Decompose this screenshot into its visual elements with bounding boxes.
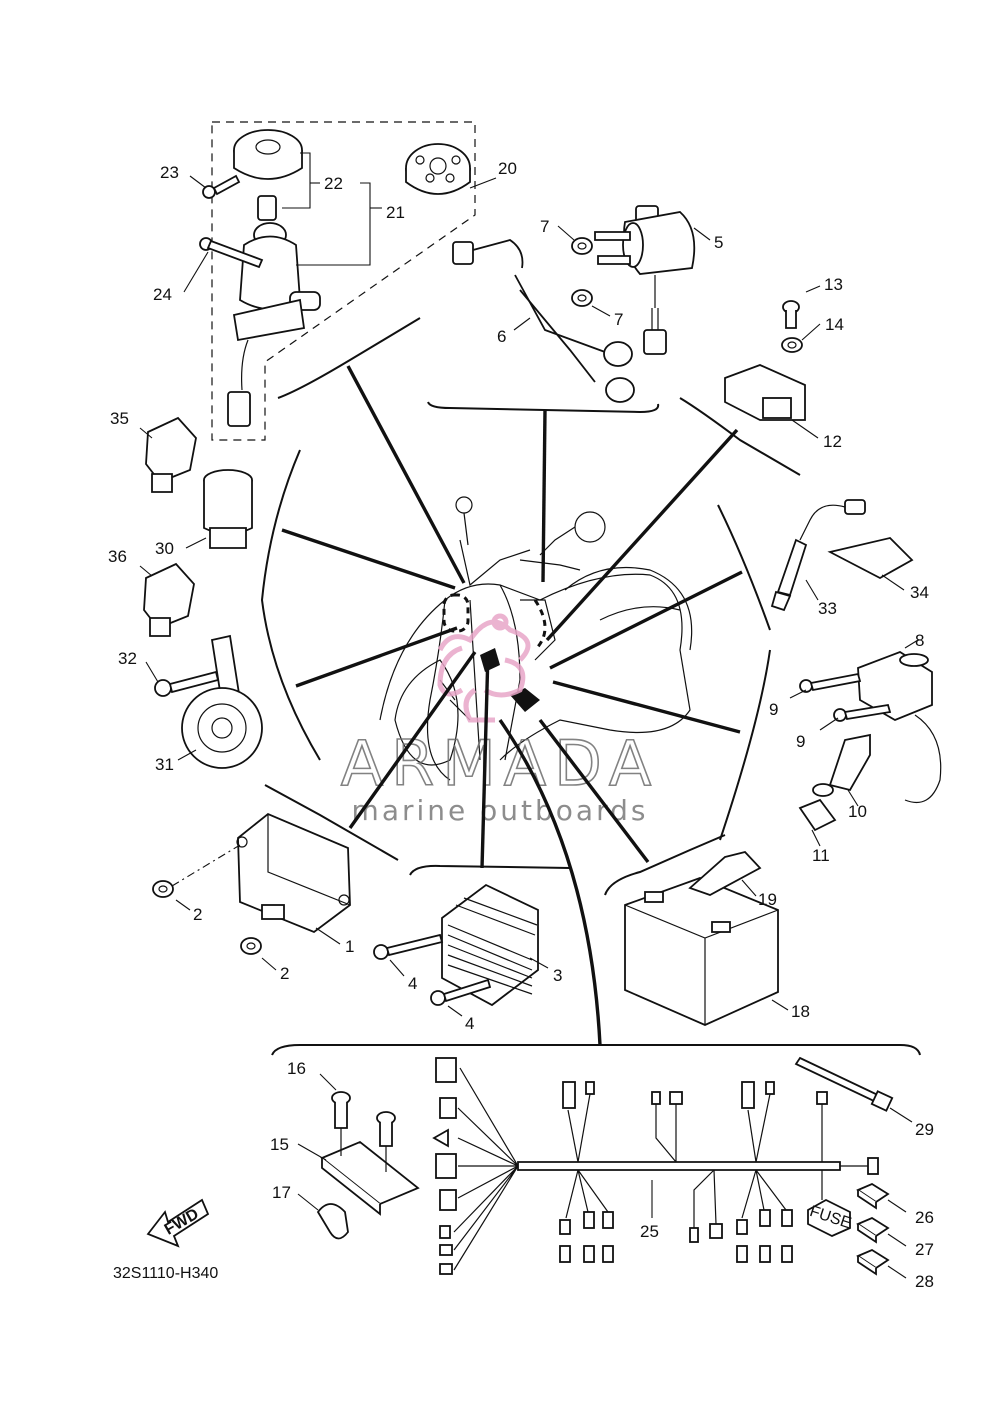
bolt-32-part [154,670,220,697]
callout-5: 5 [714,233,723,252]
washer-14-part [781,337,803,353]
ignition-switch-group [183,121,497,441]
fuse-27-part [856,1216,890,1244]
spark-plug-part [798,783,837,832]
fwd-label: FWD [162,1206,202,1239]
o2-sensor-part [770,499,866,612]
callout-15: 15 [270,1135,289,1154]
watermark-brand: ARMADA [341,727,659,800]
callout-18: 18 [791,1002,810,1021]
starter-relay-part [594,205,696,355]
clip-17-part [316,1203,349,1240]
callout-34: 34 [910,583,929,602]
callout-6: 6 [497,327,506,346]
nut-2b-part [240,937,262,955]
bolt-13-part [782,300,800,329]
callout-20: 20 [498,159,517,178]
battery-band-part [688,850,762,896]
screw-24-part [199,237,264,269]
battery-cable-part [452,239,635,403]
callout-26: 26 [915,1208,934,1227]
fuse-28-part [856,1248,890,1276]
callout-9a: 9 [769,700,778,719]
leader-rays [260,317,921,1056]
callout-8: 8 [915,631,924,650]
scooter-outline [379,496,693,781]
bolt-9b-part [833,703,892,722]
callout-22: 22 [324,174,343,193]
callout-4a: 4 [408,974,417,993]
callout-17: 17 [272,1183,291,1202]
callout-24: 24 [153,285,172,304]
plug-cap-part [828,733,871,792]
callout-numbers: 1 2 2 3 4 4 5 6 7 7 8 9 9 10 11 12 13 14… [108,159,934,1291]
callout-7a: 7 [540,217,549,236]
nut-2a-part [152,880,174,898]
callout-33: 33 [818,599,837,618]
callout-3: 3 [553,966,562,985]
diagram-part-code: 32S1110-H340 [113,1265,218,1282]
callout-30: 30 [155,539,174,558]
battery-part [624,877,779,1026]
callout-14: 14 [825,315,844,334]
bolt-16-part [331,1091,351,1129]
ignition-coil-part [857,650,942,804]
callout-29: 29 [915,1120,934,1139]
key-cap-part [233,129,303,180]
relay-36-part [143,562,195,637]
callout-13: 13 [824,275,843,294]
watermark-emblem [437,613,531,723]
relay-35-part [145,416,197,493]
wire-harness-part: FUSE [432,1057,879,1275]
callout-7b: 7 [614,310,623,329]
callout-23: 23 [160,163,179,182]
callout-21: 21 [386,203,405,222]
callout-35: 35 [110,409,129,428]
callout-19: 19 [758,890,777,909]
callout-11: 11 [812,846,830,865]
callout-25: 25 [640,1222,659,1241]
callout-32: 32 [118,649,137,668]
screw-23-part [202,174,241,199]
callout-10: 10 [848,802,867,821]
callout-9b: 9 [796,732,805,751]
nut-7b-part [571,289,593,307]
watermark-tagline: marine outboards [352,794,649,827]
relay-30-part [203,469,253,549]
callout-4b: 4 [465,1014,474,1033]
cdi-unit-part [724,364,806,421]
bracket-15-part [320,1128,420,1216]
nut-7a-part [571,237,593,255]
callout-12: 12 [823,432,842,451]
bolt-4a-part [373,933,444,960]
cable-tie-part [794,1056,894,1112]
sensor-label-part [827,537,914,580]
callout-2a: 2 [193,905,202,924]
callout-36: 36 [108,547,127,566]
watermark-logo: ARMADA marine outboards [340,613,659,827]
callout-1: 1 [345,937,354,956]
callout-28: 28 [915,1272,934,1291]
rectifier-regulator-part [441,883,539,1007]
switch-cover-part [405,143,471,195]
callout-2b: 2 [280,964,289,983]
callout-16: 16 [287,1059,306,1078]
horn-part [181,634,263,769]
bolt-9a-part [799,672,862,693]
callout-leaders [139,225,919,1279]
ecu-part [236,812,351,934]
callout-27: 27 [915,1240,934,1259]
forward-direction-arrow: FWD [146,1198,210,1248]
main-switch-part [227,195,321,427]
fuse-26-part [856,1182,890,1210]
bolt-4b-part [430,978,492,1006]
callout-31: 31 [155,755,174,774]
bolt-16b-part [376,1111,396,1147]
